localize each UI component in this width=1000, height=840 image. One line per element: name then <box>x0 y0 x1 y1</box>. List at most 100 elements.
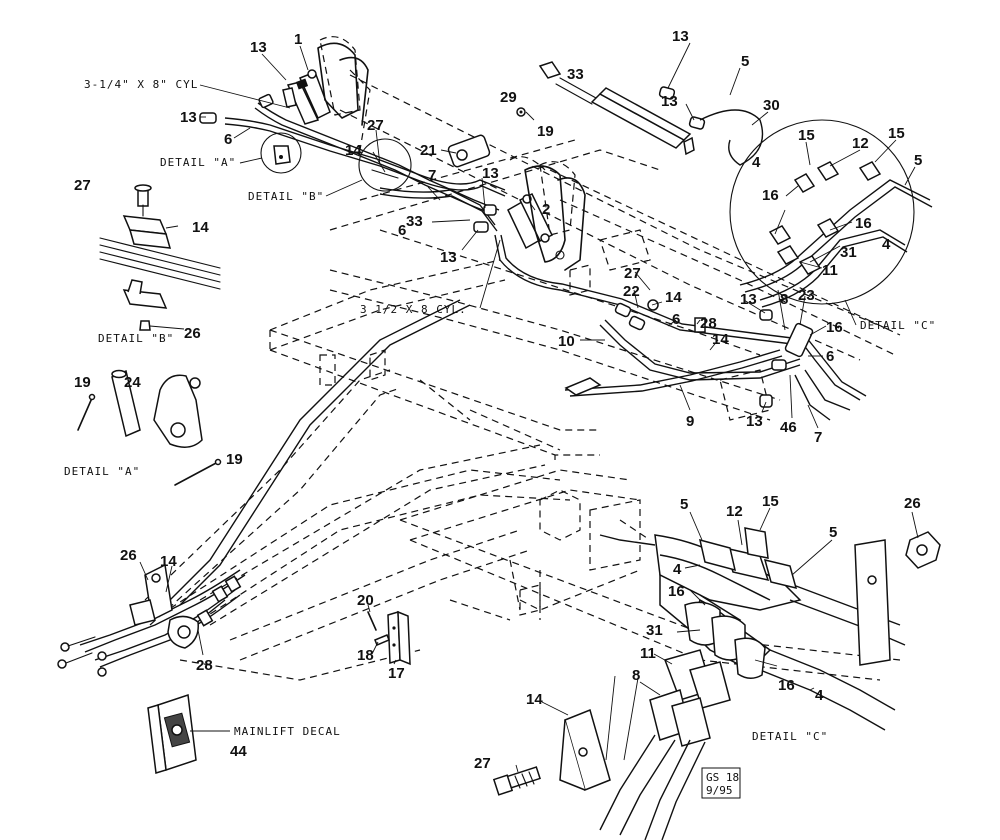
callout-4: 4 <box>815 687 824 704</box>
callout-10: 10 <box>558 333 575 350</box>
callout-19: 19 <box>74 374 91 391</box>
caption-detail-a-top: DETAIL "A" <box>160 156 236 169</box>
cylinder-33-top <box>538 61 695 156</box>
callout-13: 13 <box>746 413 763 430</box>
callout-5: 5 <box>680 496 688 513</box>
detail-a-circle <box>260 132 302 174</box>
callout-8: 8 <box>780 291 788 308</box>
callout-18: 18 <box>357 647 374 664</box>
callouts: 13 1 13 6 27 14 21 29 19 13 33 5 13 30 1… <box>74 28 922 772</box>
callout-5: 5 <box>829 524 837 541</box>
callout-19: 19 <box>537 123 554 140</box>
callout-6: 6 <box>398 222 406 239</box>
callout-21: 21 <box>420 142 437 159</box>
callout-20: 20 <box>357 592 374 609</box>
clip-20 <box>367 611 377 631</box>
callout-8: 8 <box>632 667 640 684</box>
callout-26: 26 <box>120 547 137 564</box>
callout-12: 12 <box>852 135 869 152</box>
caption-mainlift-decal: MAINLIFT DECAL <box>234 725 341 738</box>
detail-a-exploded <box>77 369 222 486</box>
caption-detail-c-bottom: DETAIL "C" <box>752 730 828 743</box>
caption-detail-b-side: DETAIL "B" <box>98 332 174 345</box>
callout-11: 11 <box>640 645 656 662</box>
callout-27: 27 <box>474 755 491 772</box>
implement-frame <box>144 36 901 681</box>
stamp-date: 9/95 <box>706 784 733 797</box>
callout-4: 4 <box>752 154 761 171</box>
callout-33: 33 <box>406 213 423 230</box>
lift-bracket-1 <box>317 42 369 126</box>
callout-27: 27 <box>624 265 641 282</box>
drawing-stamp: GS 18 9/95 <box>701 767 741 799</box>
callout-28: 28 <box>700 315 717 332</box>
callout-2: 2 <box>542 201 550 218</box>
callout-4: 4 <box>882 236 891 253</box>
bracket-17 <box>387 610 411 666</box>
leader-lines <box>139 42 919 773</box>
callout-13: 13 <box>482 165 499 182</box>
callout-23: 23 <box>798 287 815 304</box>
callout-13: 13 <box>440 249 457 266</box>
callout-16: 16 <box>826 319 843 336</box>
callout-6: 6 <box>826 348 834 365</box>
callout-19: 19 <box>226 451 243 468</box>
hitch-assembly <box>57 563 242 677</box>
callout-14: 14 <box>665 289 682 306</box>
callout-5: 5 <box>914 152 922 169</box>
callout-13: 13 <box>672 28 689 45</box>
mainlift-decal-44 <box>147 693 230 774</box>
caption-cyl-large: 3 1/2 X 8 CYL. <box>360 303 467 316</box>
callout-33: 33 <box>567 66 584 83</box>
callout-16: 16 <box>668 583 685 600</box>
cylinder-3-1-2-x-8 <box>507 192 553 250</box>
detail-c-exploded <box>492 527 941 840</box>
callout-15: 15 <box>798 127 815 144</box>
stamp-code: GS 18 <box>706 771 739 784</box>
callout-15: 15 <box>888 125 905 142</box>
callout-31: 31 <box>840 244 857 261</box>
hose-fittings <box>199 86 814 408</box>
callout-26: 26 <box>184 325 201 342</box>
callout-11: 11 <box>822 262 838 279</box>
callout-14: 14 <box>160 553 177 570</box>
callout-6: 6 <box>672 311 680 328</box>
callout-12: 12 <box>726 503 743 520</box>
callout-7: 7 <box>814 429 822 446</box>
callout-4: 4 <box>673 561 682 578</box>
callout-6: 6 <box>224 131 232 148</box>
callout-16: 16 <box>762 187 779 204</box>
captions: 3-1/4" X 8" CYL 3 1/2 X 8 CYL. DETAIL "A… <box>64 78 936 743</box>
cylinder-3-1-4-x-8 <box>282 69 331 125</box>
pin-18 <box>374 634 390 646</box>
callout-13: 13 <box>740 291 757 308</box>
caption-detail-c-top: DETAIL "C" <box>860 319 936 332</box>
callout-31: 31 <box>646 622 663 639</box>
callout-46: 46 <box>780 419 797 436</box>
lift-bracket-2 <box>524 165 586 271</box>
callout-13: 13 <box>661 93 678 110</box>
callout-22: 22 <box>623 283 640 300</box>
callout-26: 26 <box>904 495 921 512</box>
callout-17: 17 <box>388 665 405 682</box>
caption-detail-b-top: DETAIL "B" <box>248 190 324 203</box>
callout-9: 9 <box>686 413 694 430</box>
callout-14: 14 <box>712 331 729 348</box>
callout-30: 30 <box>763 97 780 114</box>
callout-15: 15 <box>762 493 779 510</box>
callout-7: 7 <box>428 167 436 184</box>
callout-14: 14 <box>345 142 362 159</box>
callout-44: 44 <box>230 743 247 760</box>
callout-13: 13 <box>250 39 267 56</box>
callout-27: 27 <box>74 177 91 194</box>
callout-29: 29 <box>500 89 517 106</box>
callout-16: 16 <box>778 677 795 694</box>
callout-16: 16 <box>855 215 872 232</box>
callout-24: 24 <box>124 374 141 391</box>
caption-cyl-small: 3-1/4" X 8" CYL <box>84 78 198 91</box>
callout-1: 1 <box>294 31 302 48</box>
caption-detail-a-side: DETAIL "A" <box>64 465 140 478</box>
callout-14: 14 <box>192 219 209 236</box>
